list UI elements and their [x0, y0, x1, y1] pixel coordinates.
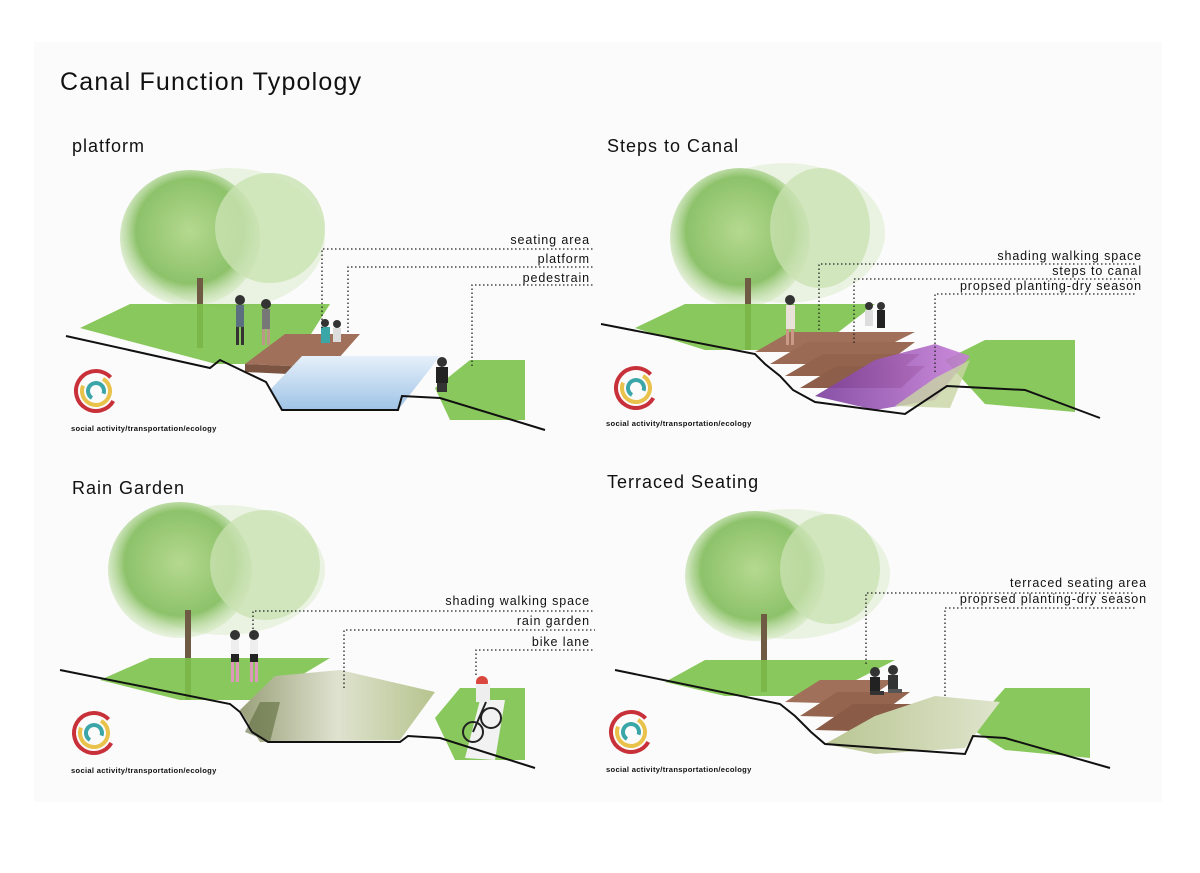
- diagram-title: Canal Function Typology: [60, 68, 363, 96]
- section-cut-line: [59, 669, 536, 769]
- tree: [670, 163, 885, 350]
- pedestrians: [785, 295, 885, 345]
- function-caption: social activity/transportation/ecology: [606, 419, 752, 428]
- panel-terraced-seating: Terraced Seating terraced seating area p…: [575, 464, 1146, 784]
- meadow-planting: [825, 696, 1000, 754]
- section-cut-line: [65, 335, 546, 431]
- tree: [108, 502, 325, 700]
- function-ring-logo: [72, 711, 116, 755]
- leader-lines: [865, 592, 1135, 696]
- label-seating-area: seating area: [510, 233, 590, 247]
- panel-title: platform: [72, 136, 146, 156]
- cyclist: [462, 676, 502, 743]
- rain-garden-section-illustration: [59, 502, 595, 769]
- function-ring-logo: [614, 366, 658, 410]
- rain-garden-grasses: [240, 670, 435, 742]
- panel-steps-to-canal: Steps to Canal shading walking space ste…: [575, 128, 1141, 448]
- seated-people: [870, 665, 902, 695]
- panel-platform: platform seating area platform pedestrai…: [40, 128, 600, 448]
- function-caption: social activity/transportation/ecology: [71, 424, 217, 433]
- tree: [120, 168, 325, 348]
- label-planting-dry-season: proprsed planting-dry season: [959, 592, 1147, 606]
- panel-title: Terraced Seating: [607, 472, 760, 492]
- label-shading-walking-space: shading walking space: [445, 594, 590, 608]
- label-shading-walking-space: shading walking space: [997, 249, 1142, 263]
- grass-lawn-right: [970, 688, 1090, 758]
- function-caption: social activity/transportation/ecology: [71, 766, 217, 775]
- platform-section-illustration: [65, 168, 595, 431]
- function-ring-logo: [609, 710, 653, 754]
- leader-lines: [818, 263, 1135, 372]
- label-pedestrian: pedestrain: [522, 271, 590, 285]
- leader-lines: [321, 248, 595, 366]
- grass-lawn-right: [945, 340, 1075, 412]
- leader-lines: [252, 610, 595, 688]
- label-planting-dry-season: propsed planting-dry season: [959, 279, 1142, 293]
- label-terraced-seating-area: terraced seating area: [1009, 576, 1147, 590]
- pedestrians: [235, 295, 448, 392]
- function-ring-logo: [74, 369, 119, 413]
- panel-title: Steps to Canal: [607, 136, 740, 156]
- label-platform: platform: [537, 252, 590, 266]
- label-bike-lane: bike lane: [531, 635, 590, 649]
- tree: [685, 509, 890, 692]
- label-steps-to-canal: steps to canal: [1052, 264, 1142, 278]
- label-rain-garden: rain garden: [516, 614, 590, 628]
- panel-rain-garden: Rain Garden shading walking space rain g…: [40, 470, 600, 790]
- terraced-seating-section-illustration: [609, 509, 1135, 769]
- section-cut-line: [600, 323, 1101, 419]
- function-caption: social activity/transportation/ecology: [606, 765, 752, 774]
- canal-water: [270, 356, 440, 410]
- bike-lane: [465, 700, 505, 760]
- steps-section-illustration: [600, 163, 1135, 419]
- section-cut-line: [614, 669, 1111, 769]
- panel-title: Rain Garden: [72, 478, 186, 498]
- grass-lawn-right: [435, 360, 525, 420]
- pedestrians: [230, 630, 259, 682]
